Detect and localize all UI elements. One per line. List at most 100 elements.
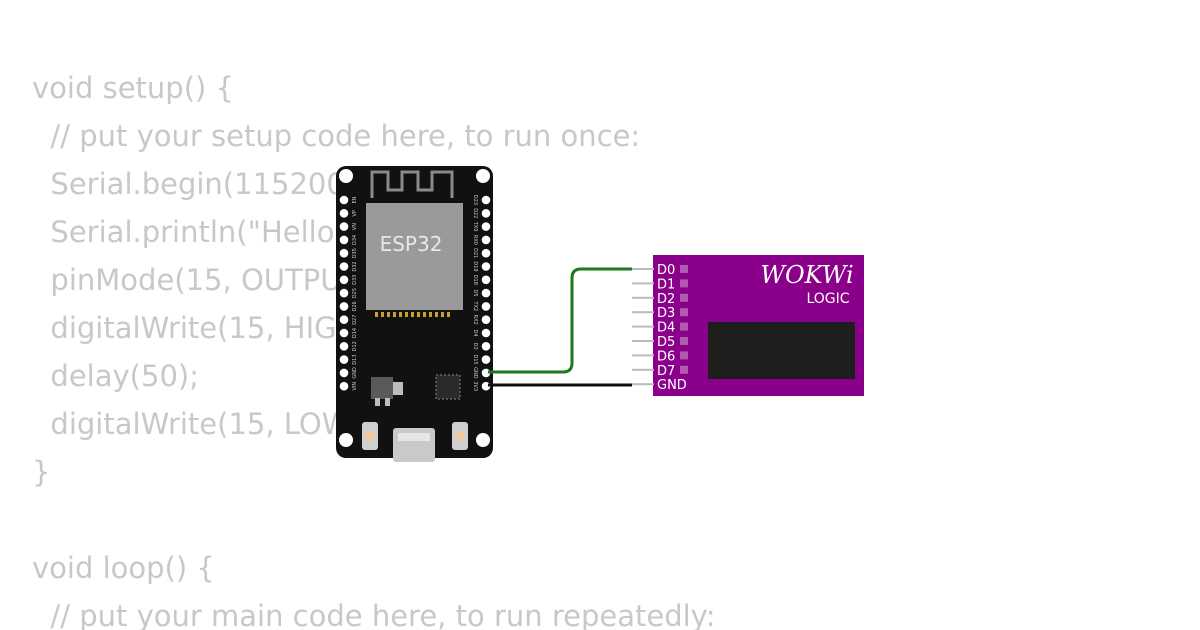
pin-label: VP <box>352 210 358 216</box>
pin-label: D34 <box>352 235 358 245</box>
probe-pin[interactable] <box>632 368 654 371</box>
pin-hole[interactable] <box>481 235 491 245</box>
channel-indicator <box>680 337 688 345</box>
pin-hole[interactable] <box>481 195 491 205</box>
pin-hole[interactable] <box>481 328 491 338</box>
probe-pin[interactable] <box>632 296 654 299</box>
chip-pads <box>375 312 450 317</box>
channel-indicator <box>680 365 688 374</box>
probe-pin[interactable] <box>632 354 654 357</box>
esp32-chip <box>366 203 463 310</box>
probe-label: D6 <box>657 349 675 364</box>
pin-label: D23 <box>472 195 478 205</box>
pin-hole[interactable] <box>339 355 349 364</box>
probe-pin[interactable] <box>632 383 654 386</box>
analyzer-label: LOGIC <box>806 291 849 307</box>
pin-hole[interactable] <box>339 248 349 258</box>
pin-label: D21 <box>472 248 478 258</box>
pin-hole[interactable] <box>339 381 349 391</box>
pin-hole[interactable] <box>339 368 349 378</box>
probe-pin[interactable] <box>632 325 654 328</box>
right-pin-header: D23D22TX0RX0D21D19D18D5TX2RX2D4D2D15GND3… <box>472 195 491 391</box>
pin-label: D19 <box>472 261 478 271</box>
usb-port-opening <box>398 433 430 441</box>
pin-hole[interactable] <box>481 262 491 271</box>
pin-label: D27 <box>352 315 358 325</box>
code-line: // put your setup code here, to run once… <box>32 119 641 153</box>
regulator-pin <box>385 398 390 406</box>
pin-hole[interactable] <box>339 209 349 218</box>
mount-hole <box>476 433 490 447</box>
pin-hole[interactable] <box>481 222 491 231</box>
pin-hole[interactable] <box>339 342 349 351</box>
antenna-trace <box>370 170 454 198</box>
code-line: void loop() { <box>32 551 215 585</box>
esp32-board[interactable]: ESP32 ENVPVND34D35D32D33D25D26D27D14D12D… <box>336 166 493 462</box>
pin-label: D35 <box>352 248 358 258</box>
pin-label: D18 <box>472 275 478 285</box>
usb-uart-chip <box>435 374 461 400</box>
pin-hole[interactable] <box>339 195 349 205</box>
pin-hole[interactable] <box>481 248 491 258</box>
probe-label: D2 <box>657 292 675 307</box>
pin-hole[interactable] <box>481 275 491 285</box>
pin-hole[interactable] <box>339 288 349 298</box>
regulator-tab <box>393 382 403 395</box>
probe-label: D0 <box>657 263 675 278</box>
pin-label: GND <box>352 367 358 379</box>
mount-hole <box>339 433 353 447</box>
pin-label: EN <box>352 196 358 203</box>
pin-label: TX2 <box>472 301 478 312</box>
pin-label: TX0 <box>472 221 478 232</box>
regulator-pin <box>375 398 380 406</box>
code-line: delay(50); <box>32 359 199 393</box>
probe-pin[interactable] <box>632 340 654 342</box>
channel-indicator <box>680 279 688 288</box>
pin-hole[interactable] <box>481 209 491 218</box>
probe-label: GND <box>657 378 687 393</box>
mount-hole <box>339 169 353 183</box>
pin-hole[interactable] <box>339 302 349 311</box>
pin-label: 3V3 <box>472 381 478 391</box>
pin-hole[interactable] <box>339 328 349 338</box>
probe-pin[interactable] <box>632 268 654 270</box>
pin-label: D4 <box>472 329 478 336</box>
en-button[interactable] <box>362 422 378 450</box>
pin-hole[interactable] <box>481 288 491 298</box>
pin-label: D25 <box>352 288 358 298</box>
pin-hole[interactable] <box>339 315 349 325</box>
probe-label: D5 <box>657 335 675 350</box>
pin-label: D22 <box>472 208 478 218</box>
pin-hole[interactable] <box>339 235 349 245</box>
code-line: } <box>32 455 51 489</box>
probe-pin[interactable] <box>632 282 654 285</box>
channel-indicator <box>680 351 688 360</box>
pin-label: VN <box>352 223 358 230</box>
wire-d15-to-d7[interactable] <box>488 267 632 374</box>
pin-hole[interactable] <box>339 275 349 285</box>
pin-label: D2 <box>472 343 478 350</box>
probe-label: D4 <box>657 321 675 336</box>
pin-label: RX0 <box>472 235 478 245</box>
pin-hole[interactable] <box>339 222 349 231</box>
boot-button[interactable] <box>452 422 468 450</box>
pin-label: D13 <box>352 354 358 364</box>
channel-indicator <box>680 265 688 273</box>
channel-indicator <box>680 322 688 331</box>
probe-pin[interactable] <box>632 311 654 314</box>
pin-hole[interactable] <box>339 262 349 271</box>
pin-label: D32 <box>352 261 358 271</box>
pin-hole[interactable] <box>481 355 491 364</box>
pin-label: RX2 <box>472 315 478 325</box>
pin-hole[interactable] <box>481 315 491 325</box>
pin-label: D5 <box>472 290 478 297</box>
pin-label: D26 <box>352 301 358 311</box>
probe-label: D1 <box>657 277 675 292</box>
code-editor[interactable]: void setup() { // put your setup code he… <box>32 64 1132 630</box>
pin-label: D33 <box>352 275 358 285</box>
wokwi-logo: WOKWi <box>760 261 853 289</box>
pin-hole[interactable] <box>481 302 491 311</box>
pin-hole[interactable] <box>481 342 491 351</box>
